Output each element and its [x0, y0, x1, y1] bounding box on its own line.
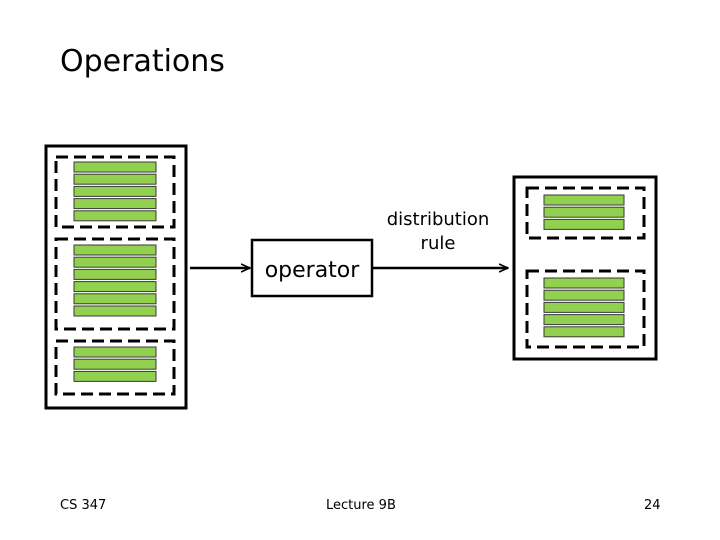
operator-label: operator — [265, 258, 361, 283]
input-partition-1-record-1 — [73, 161, 157, 173]
input-partition-1-record-5 — [73, 210, 157, 222]
input-dataset-box — [44, 144, 188, 410]
output-partition-1-record-3 — [543, 218, 625, 230]
output-partition-1 — [525, 186, 646, 240]
operator-box — [250, 238, 374, 298]
input-partition-3 — [54, 339, 176, 396]
footer-page-number: 24 — [644, 498, 661, 513]
input-records — [73, 161, 157, 382]
output-partition-2-record-5 — [543, 326, 625, 338]
footer-lecture: Lecture 9B — [326, 498, 396, 513]
output-partition-2 — [525, 269, 646, 349]
output-dataset-box — [512, 175, 658, 361]
output-partition-2-record-2 — [543, 289, 625, 301]
output-partition-1-record-1 — [543, 194, 625, 206]
output-partition-2-record-4 — [543, 314, 625, 326]
input-partition-3-record-1 — [73, 346, 157, 358]
input-partition-2-record-2 — [73, 256, 157, 268]
input-partition-2-record-5 — [73, 293, 157, 305]
input-partition-1 — [54, 155, 176, 229]
rule-label-background — [388, 204, 488, 262]
input-partition-1-record-4 — [73, 198, 157, 210]
input-partition-2-record-3 — [73, 268, 157, 280]
input-partition-3-record-3 — [73, 370, 157, 382]
input-partition-2 — [54, 237, 176, 331]
output-partition-1-record-2 — [543, 206, 625, 218]
rule-label-line1: distribution — [387, 209, 490, 230]
input-partition-1-record-3 — [73, 185, 157, 197]
input-partition-2-record-4 — [73, 281, 157, 293]
input-partition-2-record-6 — [73, 305, 157, 317]
output-partition-2-record-1 — [543, 277, 625, 289]
output-partition-2-record-3 — [543, 301, 625, 313]
input-partition-2-record-1 — [73, 244, 157, 256]
input-partition-1-record-2 — [73, 173, 157, 185]
rule-label-line2: rule — [421, 233, 456, 254]
input-partition-3-record-2 — [73, 358, 157, 370]
slide-title: Operations — [60, 44, 225, 79]
footer-course: CS 347 — [60, 498, 107, 513]
output-records — [543, 194, 625, 338]
